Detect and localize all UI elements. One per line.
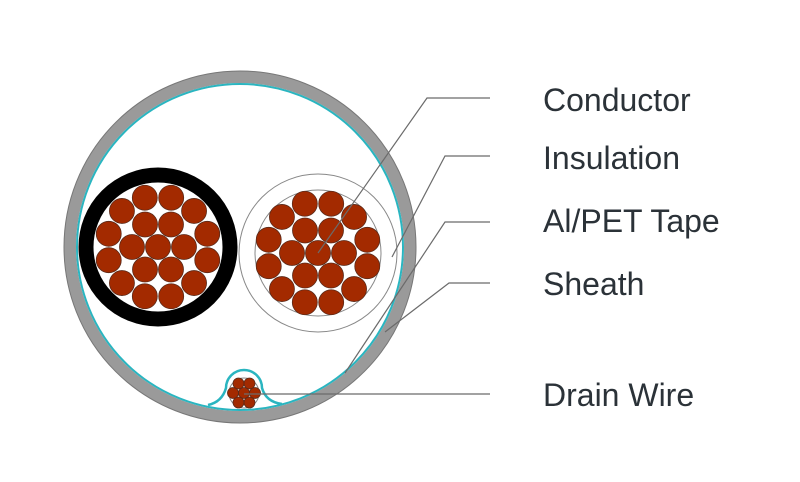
- conductor-strand: [255, 253, 282, 280]
- label-sheath: Sheath: [543, 266, 645, 302]
- drain-strand: [232, 396, 245, 409]
- conductor-strand: [158, 184, 185, 211]
- conductor-strand: [158, 256, 184, 283]
- conductor-strand: [95, 247, 122, 274]
- leader-lines: [244, 97, 490, 395]
- conductor-strand: [279, 240, 305, 266]
- drain-strand: [243, 377, 256, 390]
- conductor-strand: [194, 247, 221, 274]
- leader-conductor: [317, 97, 490, 254]
- leader-insulation: [391, 155, 490, 258]
- conductor-strand: [292, 262, 318, 289]
- conductor-strand: [131, 283, 158, 310]
- conductor-strand: [269, 204, 295, 230]
- conductor-strand: [158, 283, 185, 310]
- conductor-strand: [318, 190, 345, 217]
- conductor-strand: [318, 217, 344, 244]
- conductor-strand: [354, 253, 381, 280]
- conductor-strand: [131, 184, 158, 211]
- conductor-strand: [171, 234, 197, 260]
- outer-sheath: [64, 71, 416, 423]
- label-drain-wire: Drain Wire: [543, 377, 695, 413]
- conductor-strand: [341, 276, 367, 302]
- drain-strand: [243, 396, 256, 409]
- conductor-strand: [109, 270, 135, 296]
- conductor-strand: [95, 220, 122, 247]
- leader-tape: [344, 221, 490, 374]
- label-al-pet-tape: Al/PET Tape: [543, 203, 720, 239]
- label-conductor: Conductor: [543, 82, 691, 118]
- conductor-strand: [269, 276, 295, 302]
- drain-strand: [238, 387, 250, 399]
- conductor-strand: [145, 234, 171, 260]
- conductor-strand: [318, 289, 345, 316]
- leader-sheath: [384, 282, 490, 333]
- drain-strand: [232, 377, 245, 390]
- conductor-strand: [119, 234, 145, 260]
- conductor-strand: [109, 198, 135, 224]
- label-insulation: Insulation: [543, 140, 680, 176]
- conductor-strand: [132, 256, 158, 283]
- conductor-strand: [341, 204, 367, 230]
- conductor-strand: [291, 289, 318, 316]
- conductor-strand: [292, 217, 318, 244]
- conductor-strand: [194, 220, 221, 247]
- drain-strand: [249, 387, 261, 399]
- conductor-strand: [255, 226, 282, 253]
- black-insulation: [78, 167, 238, 327]
- al-pet-tape: [76, 83, 404, 411]
- conductor-strand: [132, 211, 158, 238]
- conductor-strand: [318, 262, 344, 289]
- conductor-strand: [291, 190, 318, 217]
- conductor-strand: [181, 270, 207, 296]
- conductor-strand: [158, 211, 184, 238]
- conductor-strand: [181, 198, 207, 224]
- conductor-strand: [331, 240, 357, 266]
- conductor-strand: [354, 226, 381, 253]
- drain-strand: [227, 387, 239, 399]
